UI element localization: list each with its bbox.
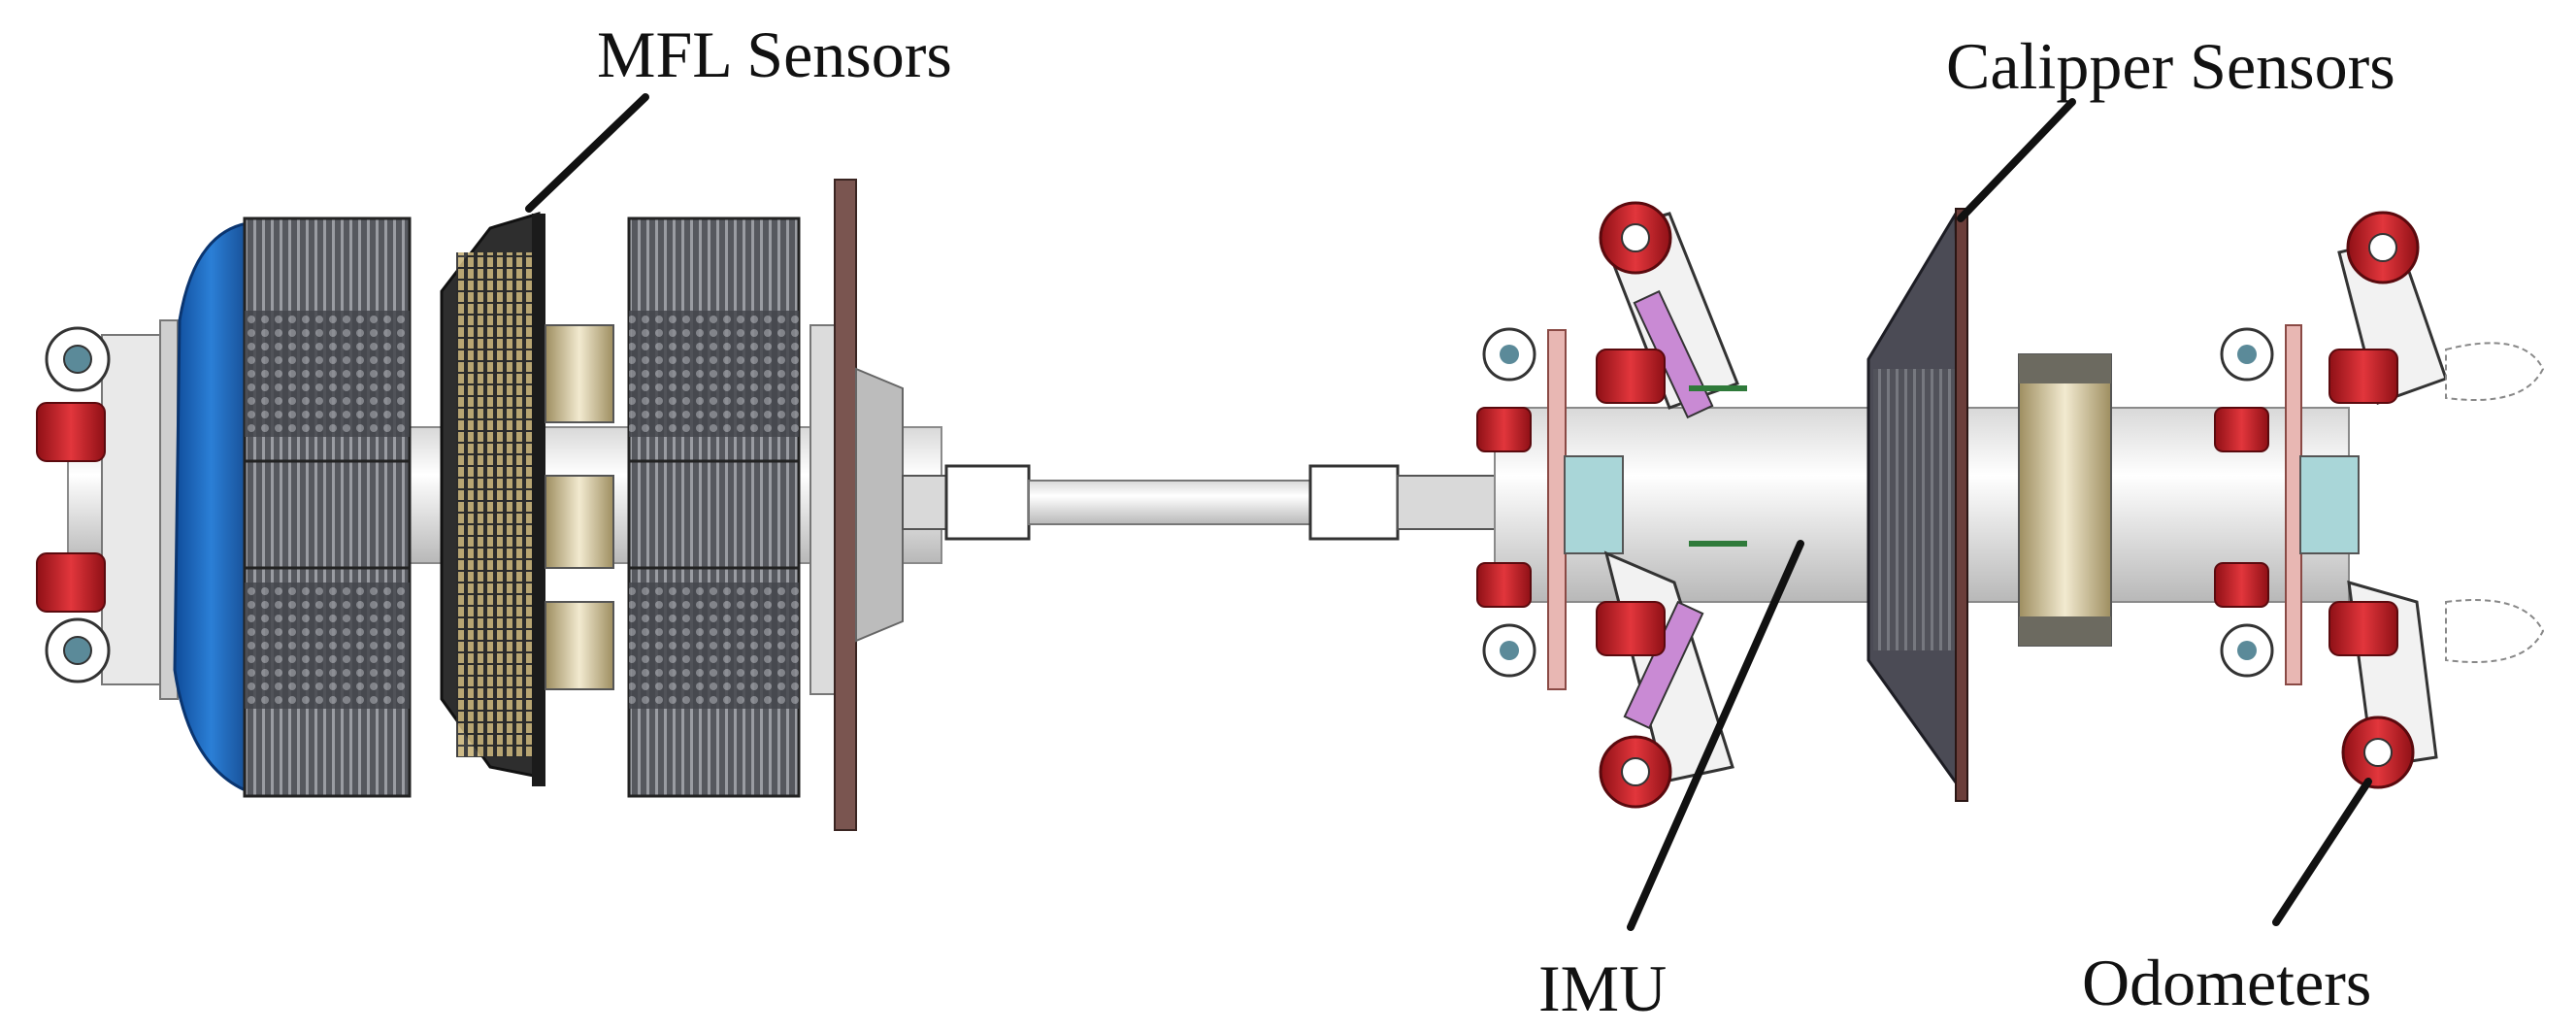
odometers-leader-line — [2272, 778, 2372, 926]
wheel-icon — [1599, 735, 1672, 809]
wheel-icon — [1482, 623, 1536, 678]
mfl-sensor-ring — [440, 211, 545, 786]
wheel-icon — [2220, 327, 2274, 382]
wheel-icon — [2214, 407, 2269, 452]
wheel-icon — [2346, 211, 2420, 284]
instrument-module — [1476, 201, 2545, 809]
wheel-icon — [1596, 349, 1666, 404]
magnet-block — [243, 216, 412, 798]
wheel-icon — [1599, 201, 1672, 275]
mfl-module — [36, 179, 942, 831]
wheel-icon — [36, 552, 106, 613]
front-spider — [855, 367, 904, 643]
universal-joint — [902, 464, 1496, 541]
sealing-cup — [173, 221, 249, 794]
wheel-icon — [1476, 562, 1532, 608]
wheel-icon — [2328, 601, 2398, 656]
caliper-sensor-fan — [1866, 208, 1968, 802]
mfl-sensors-label: MFL Sensors — [597, 17, 952, 91]
odometer-wheel-icon — [2341, 716, 2415, 789]
rear-wheel-assembly — [36, 319, 181, 700]
calipper-sensors-label: Calipper Sensors — [1946, 29, 2395, 103]
wheel-icon — [2214, 562, 2269, 608]
odometers-label: Odometers — [2082, 946, 2372, 1019]
wheel-icon — [2220, 623, 2274, 678]
wheel-icon — [1476, 407, 1532, 452]
imu-label: IMU — [1538, 951, 1668, 1025]
calipper-leader-line — [1957, 98, 2076, 222]
front-disk — [834, 179, 857, 831]
imu-leader-line — [1627, 540, 1804, 931]
wheel-icon — [1596, 601, 1666, 656]
rear-wheel-frame — [2214, 211, 2545, 789]
wheel-icon — [1482, 327, 1536, 382]
wheel-icon — [45, 617, 111, 683]
wheel-icon — [45, 326, 111, 392]
wheel-icon — [2328, 349, 2398, 404]
magnet-block — [627, 216, 801, 798]
electronics-can — [2018, 353, 2112, 647]
mfl-leader-line — [525, 93, 649, 213]
sensor-carriers — [545, 324, 614, 690]
leader-lines — [525, 93, 2372, 931]
front-wheel-frame — [1476, 201, 1747, 809]
wheel-icon — [36, 402, 106, 462]
